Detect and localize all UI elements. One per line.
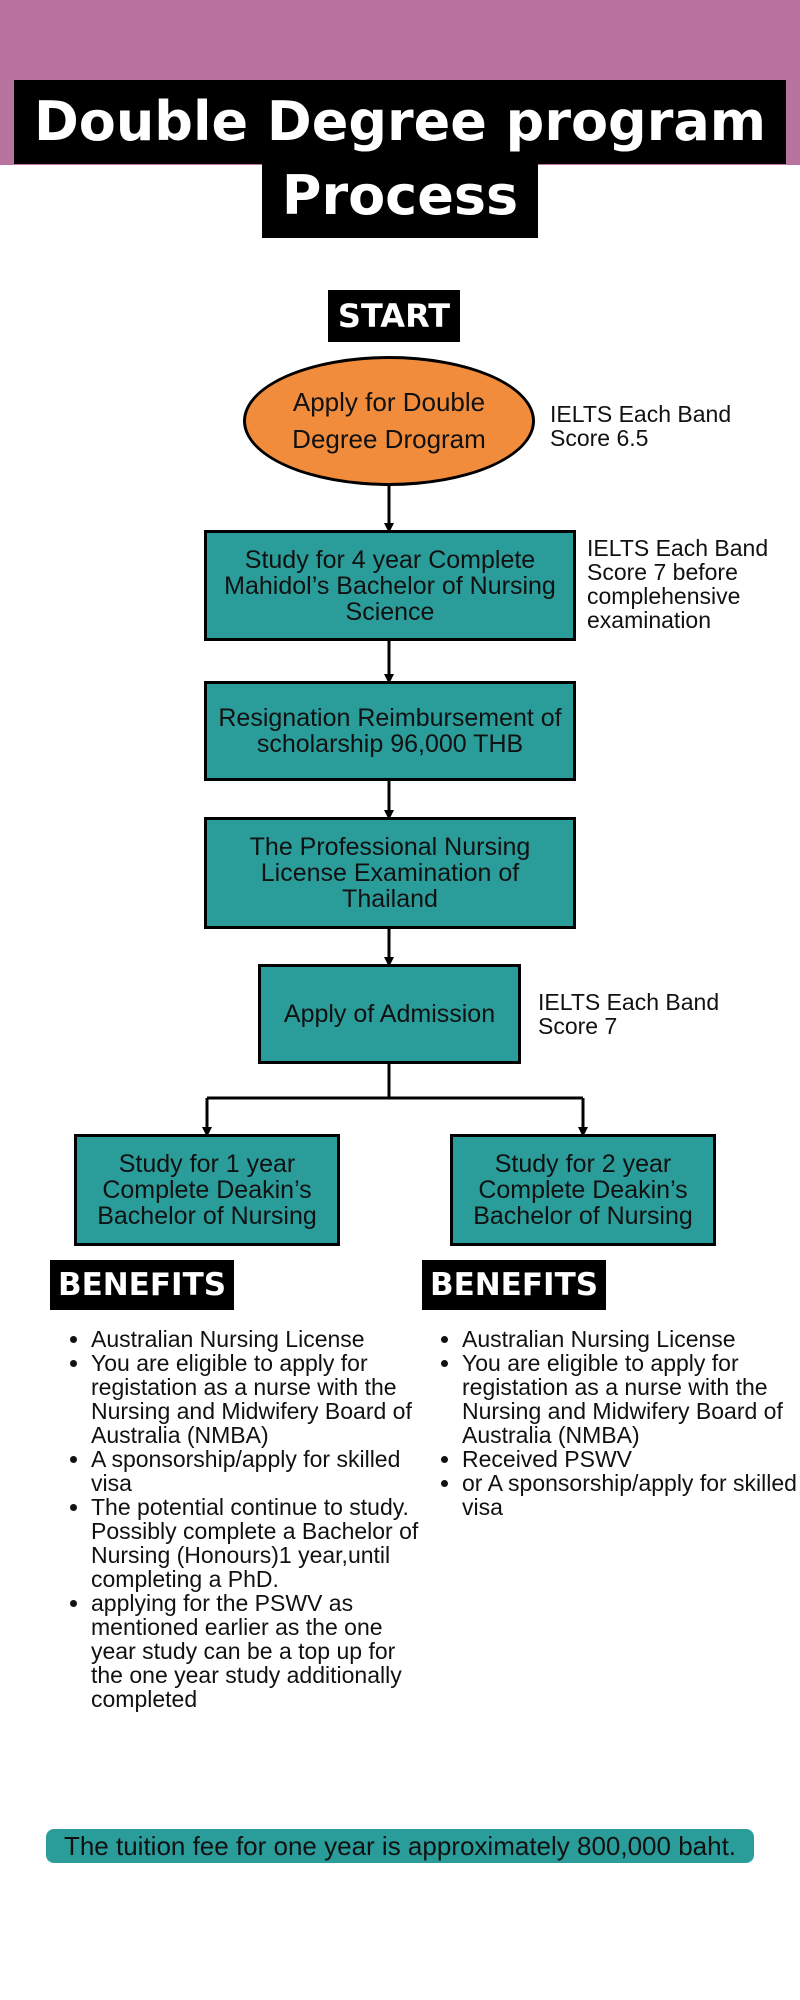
start-label: START — [328, 290, 460, 342]
step-study-1-year-label: Study for 1 year Complete Deakin’s Bache… — [97, 1150, 317, 1230]
list-item: or A sponsorship/apply for skilled visa — [462, 1471, 800, 1519]
list-item: You are eligible to apply for registatio… — [91, 1351, 431, 1447]
tuition-note-text: The tuition fee for one year is approxim… — [45, 1829, 755, 1863]
note-ielts-apply: IELTS Each Band Score 6.5 — [550, 401, 732, 451]
step-license-exam-label: The Professional Nursing License Examina… — [249, 833, 531, 913]
list-item: Australian Nursing License — [91, 1327, 431, 1351]
step-resignation: Resignation Reimbursement of scholarship… — [204, 681, 576, 781]
note-ielts-admission: IELTS Each Band Score 7 — [538, 989, 720, 1039]
step-study-4-year-label: Study for 4 year Complete Mahidol’s Bach… — [224, 545, 556, 626]
step-license-exam: The Professional Nursing License Examina… — [204, 817, 576, 929]
list-item: The potential continue to study. Possibl… — [91, 1495, 431, 1591]
benefits-left-heading: BENEFITS — [50, 1260, 234, 1310]
note-ielts-study: IELTS Each Band Score 7 before complehen… — [587, 535, 769, 633]
step-apply-program: Apply for Double Degree Drogram — [243, 356, 535, 486]
benefits-right-heading: BENEFITS — [422, 1260, 606, 1310]
list-item: You are eligible to apply for registatio… — [462, 1351, 800, 1447]
step-apply-program-label: Apply for Double Degree Drogram — [292, 387, 486, 454]
step-study-2-year: Study for 2 year Complete Deakin’s Bache… — [450, 1134, 716, 1246]
step-apply-admission-label: Apply of Admission — [283, 1000, 496, 1028]
step-study-2-year-label: Study for 2 year Complete Deakin’s Bache… — [473, 1150, 693, 1230]
step-study-4-year: Study for 4 year Complete Mahidol’s Bach… — [204, 530, 576, 641]
step-apply-admission: Apply of Admission — [258, 964, 521, 1064]
step-study-1-year: Study for 1 year Complete Deakin’s Bache… — [74, 1134, 340, 1246]
benefits-right-list: Australian Nursing License You are eligi… — [422, 1327, 800, 1519]
list-item: A sponsorship/apply for skilled visa — [91, 1447, 431, 1495]
list-item: Received PSWV — [462, 1447, 800, 1471]
list-item: Australian Nursing License — [462, 1327, 800, 1351]
list-item: applying for the PSWV as mentioned earli… — [91, 1591, 431, 1711]
tuition-note: The tuition fee for one year is approxim… — [0, 1828, 800, 1865]
step-resignation-label: Resignation Reimbursement of scholarship… — [218, 704, 562, 758]
benefits-left-list: Australian Nursing License You are eligi… — [51, 1327, 431, 1711]
